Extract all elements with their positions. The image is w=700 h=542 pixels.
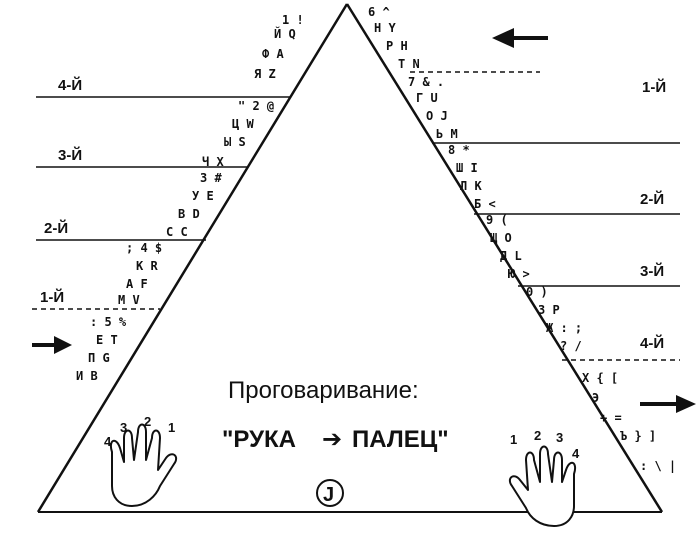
left-key-row: В D [178,207,200,221]
right-key-row: Ш I [456,161,478,175]
left-key-row: Ф А [262,47,284,61]
left-key-row: ; 4 $ [126,241,162,255]
finger-label: 2 [534,428,541,443]
badge: J [316,479,344,507]
left-level-label-1: 1-Й [40,288,64,306]
arrow-left-icon [492,28,548,48]
instruction-line-1: Проговаривание: [228,377,419,404]
right-level-label-2: 2-Й [640,190,664,208]
left-key-row: 1 ! [282,13,304,27]
finger-label: 1 [168,420,175,435]
right-level-labels: 1-Й 2-Й 3-Й 4-Й [640,78,666,352]
right-key-row: Щ О [490,231,512,245]
right-level-label-1: 1-Й [642,78,666,96]
right-key-row: Р Н [386,39,408,53]
right-key-row: + = [600,411,622,425]
right-level-label-3: 3-Й [640,262,664,280]
right-key-row: 8 * [448,143,470,157]
left-key-row: 3 # [200,171,222,185]
triangle-left-edge [36,3,349,513]
finger-label: 4 [104,434,112,449]
left-key-row: К R [136,259,158,273]
left-key-row: М V [118,293,140,307]
left-key-row: У Е [192,189,214,203]
instruction-word-finger: ПАЛЕЦ" [352,426,449,453]
right-key-row: 6 ^ [368,5,390,19]
left-key-row: И В [76,369,98,383]
finger-label: 3 [120,420,127,435]
right-key-row: Г U [416,91,438,105]
left-level-label-3: 3-Й [58,146,82,164]
badge-letter: J [323,484,334,506]
left-hand-finger-labels: 4 3 2 1 [104,414,175,449]
left-hand-icon [110,423,178,507]
right-key-row: О J [426,109,448,123]
triangle-right-edge [345,3,664,513]
right-key-row: Х { [ [582,371,618,385]
right-key-row: Ю > [508,267,530,281]
right-key-row: 9 ( [486,213,508,227]
finger-label: 1 [510,432,517,447]
instruction-word-hand: "РУКА [222,426,296,453]
right-key-row: : \ | [640,459,676,473]
arrow-right-icon-exit [640,395,696,413]
left-key-row: Ч X [202,155,224,169]
arrow-right-icon-entry [32,336,72,354]
right-key-row: 7 & . [408,75,444,89]
left-key-row: Ы S [224,135,246,149]
right-key-row: 0 ) [526,285,548,299]
right-key-row: Н Y [374,21,396,35]
right-key-row: Э [592,391,599,405]
left-key-row: Й Q [274,26,296,41]
finger-label: 3 [556,430,563,445]
right-key-row: Б < [474,197,496,211]
left-key-column: 1 ! Й Q Ф А Я Z " 2 @ Ц W Ы S Ч X 3 # У … [76,13,304,383]
instruction-line-2: "РУКА ➔ ПАЛЕЦ" [222,426,449,453]
left-key-row: Е Т [96,333,118,347]
right-key-row: З Р [538,303,560,317]
finger-label: 2 [144,414,151,429]
right-key-row: Л К [460,179,482,193]
left-level-lines [32,96,290,310]
right-level-label-4: 4-Й [640,334,664,352]
right-hand-icon [508,445,576,527]
left-level-label-4: 4-Й [58,76,82,94]
left-level-labels: 4-Й 3-Й 2-Й 1-Й [40,76,82,306]
instruction-arrow-icon: ➔ [322,426,342,453]
right-key-row: Ж : ; [546,321,582,335]
left-key-row: С С [166,225,188,239]
right-key-row: Ь М [436,127,458,141]
right-hand-finger-labels: 1 2 3 4 [510,428,580,461]
left-key-row: Ц W [232,117,254,131]
right-level-lines [410,71,680,361]
left-key-row: П G [88,351,110,365]
right-key-column: 6 ^ Н Y Р Н Т N 7 & . Г U О J Ь М 8 * Ш … [368,5,676,473]
finger-label: 4 [572,446,580,461]
left-key-row: Я Z [254,67,276,81]
left-level-label-2: 2-Й [44,219,68,237]
right-key-row: Д L [500,249,522,263]
right-key-row: Ъ } ] [620,429,656,443]
right-key-row: ? / [560,339,582,353]
right-key-row: Т N [398,57,420,71]
left-key-row: : 5 % [90,315,127,329]
left-key-row: А F [126,277,148,291]
left-key-row: " 2 @ [238,99,274,113]
